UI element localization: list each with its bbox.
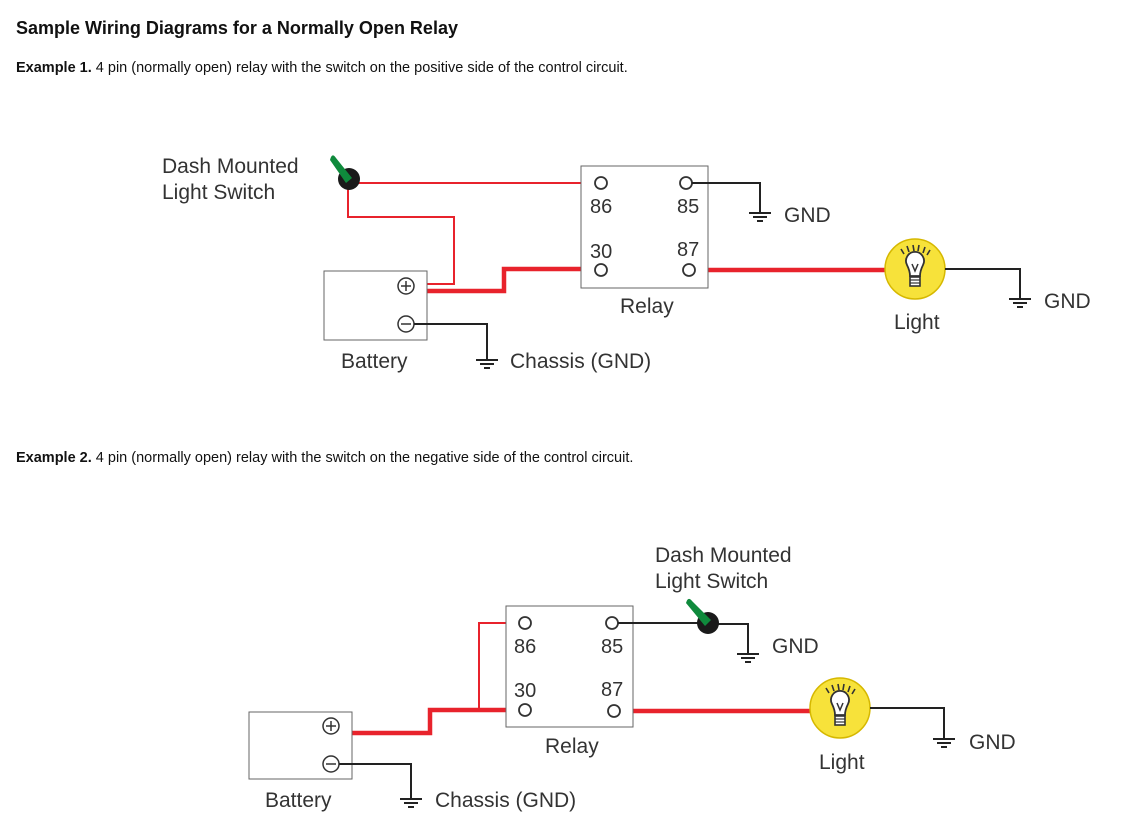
pin-87-terminal [682,263,696,277]
example-1-label: Example 1. [16,60,92,76]
gnd-light-label: GND [1044,290,1091,313]
battery-label: Battery [341,350,408,373]
example-1-diagram: 86 85 30 87 Relay GND Dash Mounted Light… [162,155,1091,373]
wire-battery-to-30 [418,266,598,294]
battery-label: Battery [265,789,332,812]
pin-85-label: 85 [677,196,699,218]
example-1-description: 4 pin (normally open) relay with the swi… [95,60,628,76]
wire-battery-to-chassis [414,323,488,354]
pin-87-label: 87 [677,239,699,261]
ground-icon [932,726,956,748]
example-1-caption: Example 1. 4 pin (normally open) relay w… [16,60,628,76]
example-2-description: 4 pin (normally open) relay with the swi… [95,450,634,466]
chassis-label: Chassis (GND) [510,350,651,373]
ground-icon [1008,286,1032,308]
switch-lever-icon [330,155,352,183]
wire-85-to-gnd [692,182,761,208]
example-2-label: Example 2. [16,450,92,466]
pin-30-terminal [518,703,532,717]
pin-30-label: 30 [590,241,612,263]
switch-lever-icon [686,598,711,626]
pin-87-terminal [607,704,621,718]
wire-light-to-gnd [870,707,945,734]
chassis-label: Chassis (GND) [435,789,576,812]
wire-light-to-gnd [945,268,1021,294]
pin-30-terminal [594,263,608,277]
example-2-caption: Example 2. 4 pin (normally open) relay w… [16,450,633,466]
gnd-relay-label: GND [784,204,831,227]
switch-label-line2: Light Switch [162,181,275,204]
relay-label: Relay [545,735,599,758]
pin-86-terminal [518,616,532,630]
gnd-relay-label: GND [772,635,819,658]
ground-icon [736,641,760,663]
page-title: Sample Wiring Diagrams for a Normally Op… [16,18,458,38]
switch-label-line2: Light Switch [655,570,768,593]
light-bulb-icon [884,238,946,300]
pin-86-label: 86 [590,196,612,218]
ground-icon [475,347,499,369]
pin-87-label: 87 [601,679,623,701]
relay-label: Relay [620,295,674,318]
pin-85-terminal [605,616,619,630]
example-2-diagram: 86 85 30 87 Relay GND Dash Mounted Light… [248,544,1016,812]
wire-battery-to-30 [340,707,522,736]
pin-86-terminal [594,176,608,190]
pin-30-label: 30 [514,680,536,702]
light-label: Light [894,311,940,334]
wire-battery-to-chassis [339,763,412,793]
switch-label-line1: Dash Mounted [655,544,792,567]
ground-icon [748,200,772,222]
pin-85-terminal [679,176,693,190]
light-label: Light [819,751,865,774]
wire-switch-to-battery [347,185,455,285]
wire-switch-to-gnd [716,623,749,649]
pin-85-label: 85 [601,636,623,658]
light-bulb-icon [809,677,871,739]
gnd-light-label: GND [969,731,1016,754]
switch-label-line1: Dash Mounted [162,155,299,178]
ground-icon [399,786,423,808]
pin-86-label: 86 [514,636,536,658]
